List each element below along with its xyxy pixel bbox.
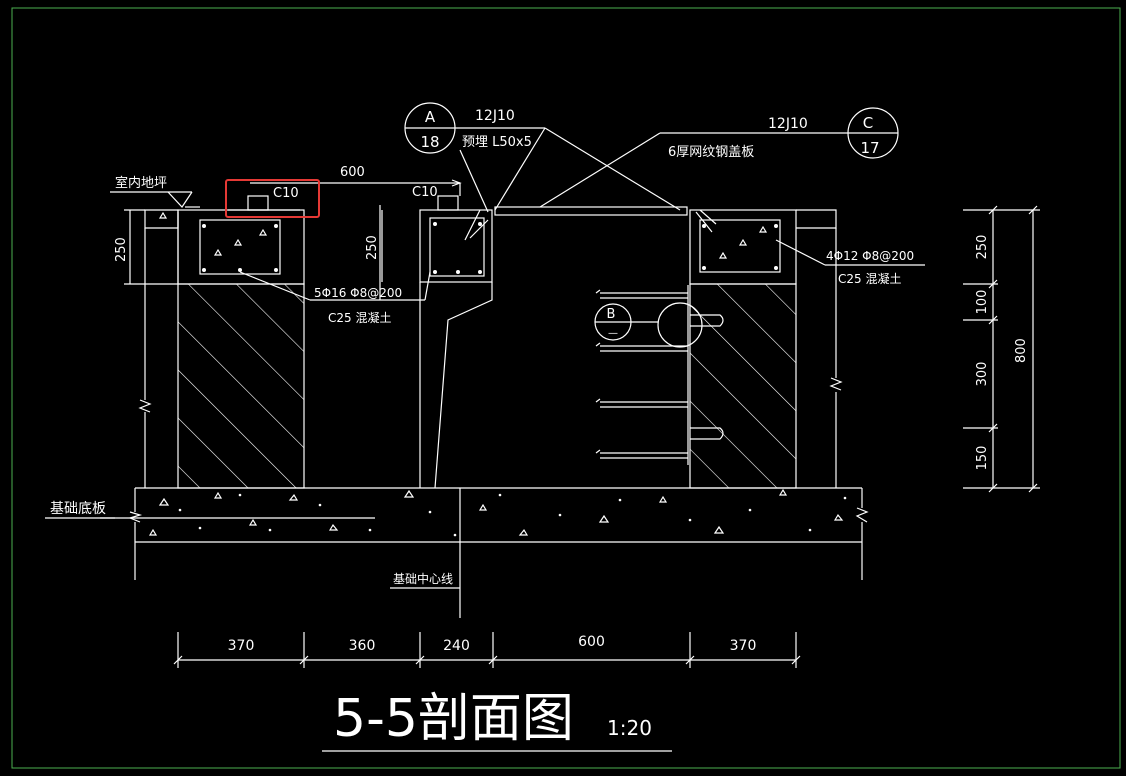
c10-left-label: C10: [273, 186, 299, 201]
callout-a-bottom: 18: [420, 133, 439, 151]
left-rebar-label: 5Φ16 Φ8@200: [314, 286, 402, 300]
callout-c-bottom: 17: [860, 139, 879, 157]
right-concrete-label: C25 混凝土: [838, 271, 901, 286]
left-concrete-label: C25 混凝土: [328, 310, 391, 325]
bottom-dimension-label: 370: [730, 638, 757, 654]
c10-right-label: C10: [412, 185, 438, 200]
callout-c-top: C: [863, 114, 873, 132]
right-dimension-label: 100: [975, 290, 990, 315]
bottom-dimension-label: 360: [349, 638, 376, 654]
right-dimension-label: 150: [975, 446, 990, 471]
right-rebar-label: 4Φ12 Φ8@200: [826, 249, 914, 263]
foundation-slab: [100, 487, 869, 580]
left-rebar-leader: [239, 271, 431, 301]
total-800-value: 800: [1014, 338, 1029, 363]
plate-label: 6厚网纹钢盖板: [668, 145, 754, 160]
drawing-frame: [11, 7, 1121, 769]
embed-label: 预埋 L50x5: [462, 135, 532, 150]
right-rebar-leader: [775, 239, 925, 266]
floor-label-text: 室内地坪: [115, 175, 167, 191]
callout-a-top: A: [425, 108, 436, 126]
drawing-title: 5-5剖面图: [333, 689, 574, 749]
highlight-box: [225, 179, 320, 218]
bottom-dimension-chain: [173, 632, 801, 668]
callout-c: C 17 12J10 6厚网纹钢盖板: [539, 107, 899, 208]
top-dimension: [250, 179, 462, 196]
bottom-dimension-label: 240: [443, 638, 470, 654]
middle-wall: [379, 195, 493, 489]
right-dimension-label: 250: [975, 235, 990, 260]
callout-b-bottom: —: [608, 328, 618, 339]
left-250-dimension: [124, 209, 178, 285]
right-dimension-label: 300: [975, 362, 990, 387]
callout-a: A 18 12J10 预埋 L50x5: [404, 102, 681, 213]
right-dimension-chain: [963, 205, 1040, 493]
left-250-value: 250: [114, 237, 129, 262]
right-ring-beam: [689, 209, 837, 285]
callout-b-top: B: [607, 307, 616, 322]
bottom-dimension-label: 370: [228, 638, 255, 654]
ref-a-standard: 12J10: [475, 108, 515, 124]
callout-b: B —: [594, 303, 658, 341]
mid-250-value: 250: [365, 235, 380, 260]
top-dimension-value: 600: [340, 165, 365, 180]
right-dimension-values: 250 100 300 150: [975, 235, 990, 471]
drawing-scale: 1:20: [607, 716, 652, 740]
centerline: [390, 488, 461, 618]
bottom-dimension-label: 600: [578, 634, 605, 650]
left-ring-beam: [144, 195, 305, 285]
base-plate-label: 基础底板: [50, 500, 106, 517]
steel-cover-plate: [494, 206, 688, 216]
centerline-label: 基础中心线: [393, 571, 453, 586]
floor-label: 室内地坪: [110, 175, 200, 208]
right-brick-wall: [689, 228, 843, 489]
bottom-dimension-values: 370 360 240 600 370: [228, 634, 757, 654]
left-brick-wall: [138, 228, 305, 489]
ladder-steps: [595, 285, 724, 465]
ref-c-standard: 12J10: [768, 116, 808, 132]
